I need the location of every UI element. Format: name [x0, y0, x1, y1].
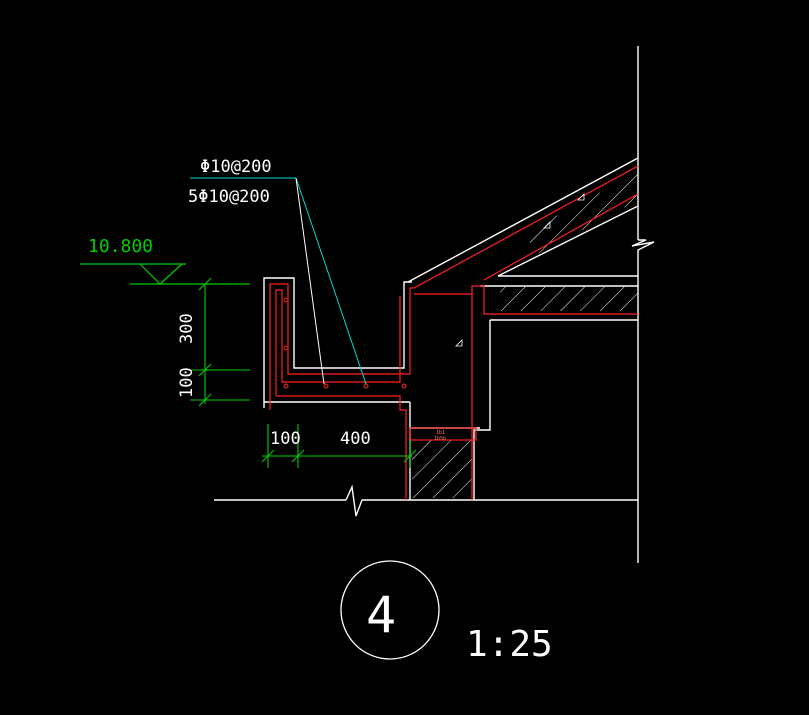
dim-tick [198, 393, 212, 407]
leader-to-bottom-bar [295, 177, 367, 385]
dim-tick [291, 449, 305, 463]
rebar-dot [283, 297, 289, 303]
lintel-tag-1: 1b1 [436, 430, 445, 436]
slab-hatch [500, 287, 638, 311]
rebar-dot [401, 383, 407, 389]
roof-under-slope [497, 205, 639, 277]
roof-rebar [483, 193, 639, 281]
beam-right-face [473, 320, 491, 500]
gutter-outline [263, 277, 412, 408]
dim-tick [261, 449, 275, 463]
rebar-lines [269, 165, 639, 500]
elevation-marker: 10.800 [80, 236, 250, 285]
elevation-triangle [139, 263, 183, 285]
horizontal-dimension [261, 424, 417, 468]
lintel-tag-2: 1b5b [434, 436, 446, 442]
concrete-mark [577, 193, 585, 201]
wall-break-mark [631, 239, 655, 262]
leader-lines [190, 177, 367, 385]
dim-tick [198, 277, 212, 291]
rebar-label-top: Φ10@200 [200, 157, 272, 177]
dim-label-100-vertical: 100 [177, 367, 197, 398]
detail-circle [340, 560, 440, 660]
detail-scale: 1:25 [466, 624, 553, 665]
dim-tick [403, 449, 417, 463]
dim-label-100-horizontal: 100 [270, 429, 301, 449]
roof-top-line [407, 157, 639, 283]
roof-hatch [530, 172, 638, 258]
leader-to-top-bar [295, 177, 325, 385]
hatched-regions [412, 172, 638, 498]
elevation-value: 10.800 [88, 236, 153, 257]
rebar-outer [269, 165, 639, 410]
vertical-dimension [190, 277, 250, 407]
dim-label-300: 300 [177, 313, 197, 344]
concrete-mark [543, 221, 551, 229]
concrete-marks [455, 193, 585, 347]
rebar-dot [283, 383, 289, 389]
rebar-inner-left [275, 289, 401, 396]
structure-outline [214, 46, 655, 563]
ground-break-mark [345, 484, 363, 517]
rebar-dot [363, 383, 369, 389]
rebar-dot [323, 383, 329, 389]
rebar-bottom [276, 395, 407, 500]
wall-hatch [412, 440, 472, 498]
detail-callout: 4 1:25 [340, 560, 553, 665]
rebar-dot [283, 345, 289, 351]
dim-label-400: 400 [340, 429, 371, 449]
dim-tick [198, 363, 212, 377]
lintel-rebar [409, 427, 477, 441]
detail-number: 4 [366, 586, 396, 644]
concrete-mark [455, 339, 463, 347]
rebar-label-bottom: 5Φ10@200 [188, 187, 270, 207]
slab-rebar [414, 285, 638, 315]
